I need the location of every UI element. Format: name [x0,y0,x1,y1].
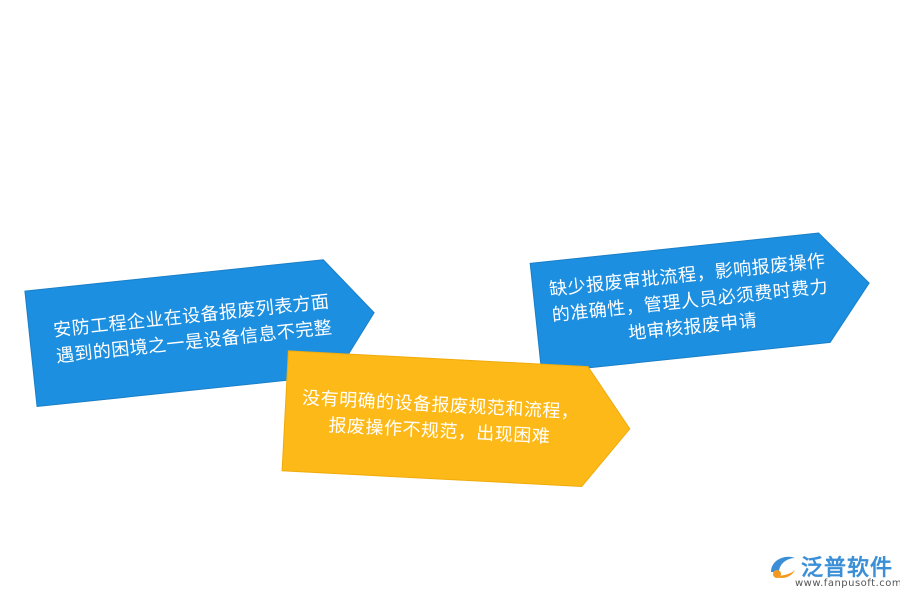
arrow-shape-3-graphic [529,232,870,374]
arrow-shape-2: 没有明确的设备报废规范和流程，报废操作不规范，出现困难 [281,331,639,509]
arrow-shape-1-graphic [24,259,375,408]
logo-url: www.fanpusoft.com [795,578,900,589]
arrow-shape-3: 缺少报废审批流程，影响报废操作的准确性，管理人员必须费时费力地审核报废申请 [528,207,887,392]
arrow-shape-1: 安防工程企业在设备报废列表方面遇到的困境之一是设备信息不完整 [23,232,398,429]
fanpu-logo: 泛普软件 www.fanpusoft.com [765,548,900,596]
logo-name: 泛普软件 [801,556,894,581]
arrow-text-2: 没有明确的设备报废规范和流程，报废操作不规范，出现困难 [301,387,580,448]
fanpu-logo-mark-icon [771,556,795,578]
arrow-shape-2-graphic [281,350,631,487]
